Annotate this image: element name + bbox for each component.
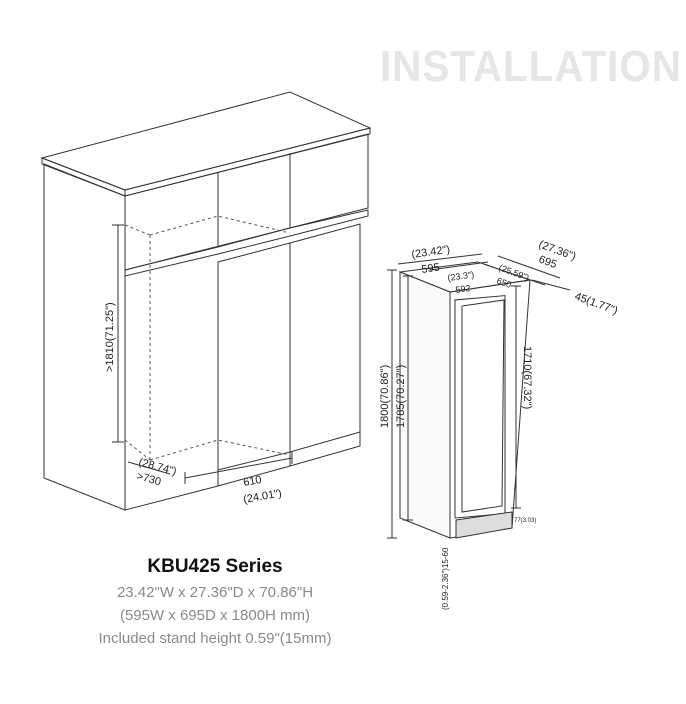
cooler-width-in-label: (23.42") bbox=[411, 244, 451, 261]
cooler-inner-width-mm-label: 592 bbox=[455, 283, 471, 295]
cooler-total-height-label: 1800(70.86") bbox=[379, 365, 391, 428]
wine-cooler-drawing bbox=[398, 261, 531, 539]
cabinet-dimension-lines bbox=[112, 224, 293, 484]
cooler-stand-label: (0.59-2.36")15-60 bbox=[441, 547, 450, 610]
cooler-width-mm-label: 595 bbox=[421, 262, 441, 276]
model-series-title: KBU425 Series bbox=[147, 556, 283, 577]
dimensions-inches: 23.42"W x 27.36"D x 70.86"H bbox=[116, 584, 314, 601]
cabinet-width-in-label: (24.01") bbox=[242, 487, 282, 506]
installation-heading: INSTALLATION bbox=[380, 42, 682, 91]
cooler-depth-mm-label: 695 bbox=[537, 254, 558, 272]
cooler-foot-label: 77(3.03) bbox=[514, 518, 536, 524]
cooler-body-depth-mm-label: 650 bbox=[495, 275, 513, 290]
cooler-body-height-label: 1785(70.27") bbox=[395, 365, 407, 428]
stand-height-note: Included stand height 0.59"(15mm) bbox=[98, 630, 332, 647]
cooler-door-height-label: 1710(67.32") bbox=[521, 346, 533, 409]
cabinet-drawing bbox=[40, 91, 372, 511]
cabinet-height-label: >1810(71.25") bbox=[104, 302, 116, 372]
dimensions-mm: (595W x 695D x 1800H mm) bbox=[119, 607, 311, 624]
cabinet-width-mm-label: 610 bbox=[242, 474, 262, 489]
cooler-door-label: 45(1.77") bbox=[573, 291, 619, 318]
cooler-inner-width-in-label: (23.3") bbox=[447, 269, 475, 283]
cooler-dimension-lines bbox=[387, 253, 571, 539]
